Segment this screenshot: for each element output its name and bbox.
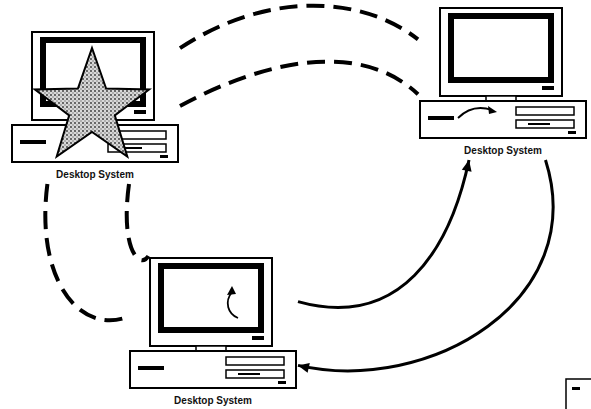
connector-path xyxy=(298,160,553,371)
computer-node: Desktop System xyxy=(128,256,298,408)
unit-arrow xyxy=(458,108,492,118)
screen xyxy=(161,266,261,330)
drive-slot xyxy=(138,366,164,370)
arrowhead xyxy=(462,160,472,172)
drive-bay xyxy=(226,370,284,378)
star-marker xyxy=(35,48,149,157)
computer-label: Desktop System xyxy=(462,145,544,157)
drive-bay xyxy=(226,357,284,365)
connector-path xyxy=(45,184,128,320)
power-light xyxy=(278,381,286,384)
partial-mark xyxy=(572,387,580,390)
power-light xyxy=(160,155,168,158)
arrowhead xyxy=(298,363,310,373)
system-unit xyxy=(130,351,296,388)
desktop-computer xyxy=(128,256,298,390)
computer-label: Desktop System xyxy=(54,169,136,181)
dashed-link xyxy=(180,6,418,49)
desktop-computer xyxy=(418,6,588,140)
screen xyxy=(451,16,551,80)
connector-path xyxy=(298,160,469,307)
monitor-button xyxy=(134,110,146,114)
connector-path xyxy=(180,62,418,106)
drive-bay xyxy=(516,120,574,128)
connector-path xyxy=(180,6,418,49)
monitor-button xyxy=(542,86,554,90)
label-row: Desktop System xyxy=(128,390,298,408)
unit-arrowhead xyxy=(488,106,497,114)
screen-arrowhead xyxy=(227,286,236,295)
drive-slot xyxy=(528,123,550,125)
drive-slot xyxy=(428,116,454,120)
label-row: Desktop System xyxy=(418,140,588,158)
screen-arrow xyxy=(228,292,238,318)
monitor xyxy=(150,258,272,346)
computer-label: Desktop System xyxy=(172,395,254,407)
desktop-computer xyxy=(10,30,180,164)
monitor-button xyxy=(252,336,264,340)
system-unit xyxy=(420,101,586,138)
computer-node: Desktop System xyxy=(418,6,588,158)
connector-path xyxy=(127,184,149,260)
monitor xyxy=(440,8,562,96)
partial-box xyxy=(566,379,591,409)
power-light xyxy=(568,131,576,134)
dashed-link xyxy=(127,184,149,260)
drive-slot xyxy=(20,140,46,144)
drive-bay xyxy=(516,107,574,115)
computer-node: Desktop System xyxy=(10,30,180,182)
dashed-link xyxy=(180,62,418,106)
drive-slot xyxy=(238,373,260,375)
label-row: Desktop System xyxy=(10,164,180,182)
dashed-link xyxy=(45,184,128,320)
data-flow-arrow xyxy=(298,160,472,307)
data-flow-arrow xyxy=(298,160,553,373)
